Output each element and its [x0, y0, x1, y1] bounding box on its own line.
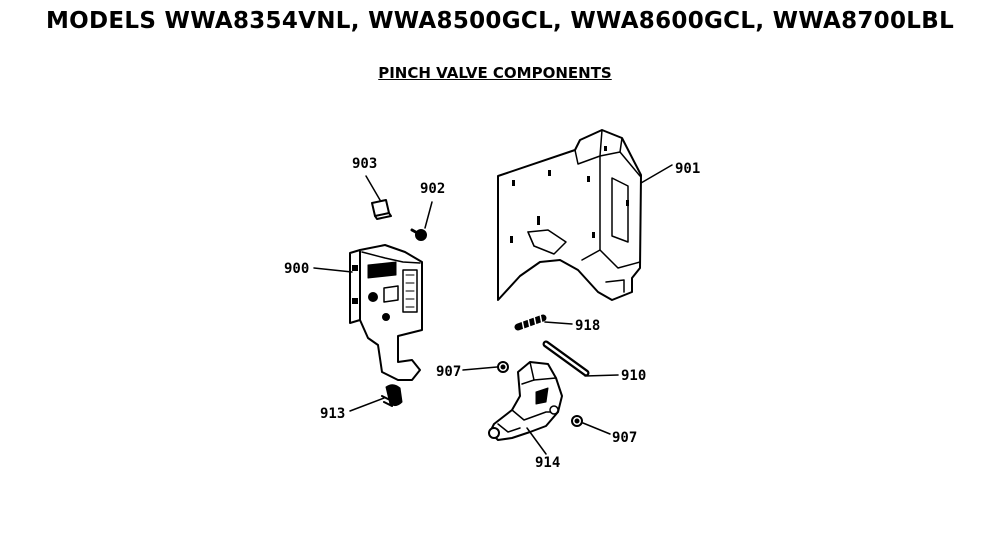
part-900-solenoid: [313, 244, 423, 381]
callout-910: 910: [621, 368, 646, 384]
part-913-clip: [349, 384, 403, 412]
callout-903: 903: [352, 156, 377, 172]
section-title: PINCH VALVE COMPONENTS: [378, 64, 612, 82]
part-903-clip: [365, 175, 392, 220]
part-910-pin: [542, 340, 619, 377]
part-902-screw: [410, 201, 433, 241]
part-907-nut-upper: [462, 361, 509, 373]
part-914-lever: [488, 361, 563, 455]
callout-918: 918: [575, 318, 600, 334]
part-901-bracket: [497, 129, 673, 301]
callout-913: 913: [320, 406, 345, 422]
page-title: MODELS WWA8354VNL, WWA8500GCL, WWA8600GC…: [45, 8, 955, 34]
callout-907-lower: 907: [612, 430, 637, 446]
callout-901: 901: [675, 161, 700, 177]
callout-902: 902: [420, 181, 445, 197]
part-918-spring: [514, 313, 573, 331]
callout-900: 900: [284, 261, 309, 277]
callout-907-upper: 907: [436, 364, 461, 380]
part-907-nut-lower: [571, 415, 611, 435]
callout-914: 914: [535, 455, 560, 471]
